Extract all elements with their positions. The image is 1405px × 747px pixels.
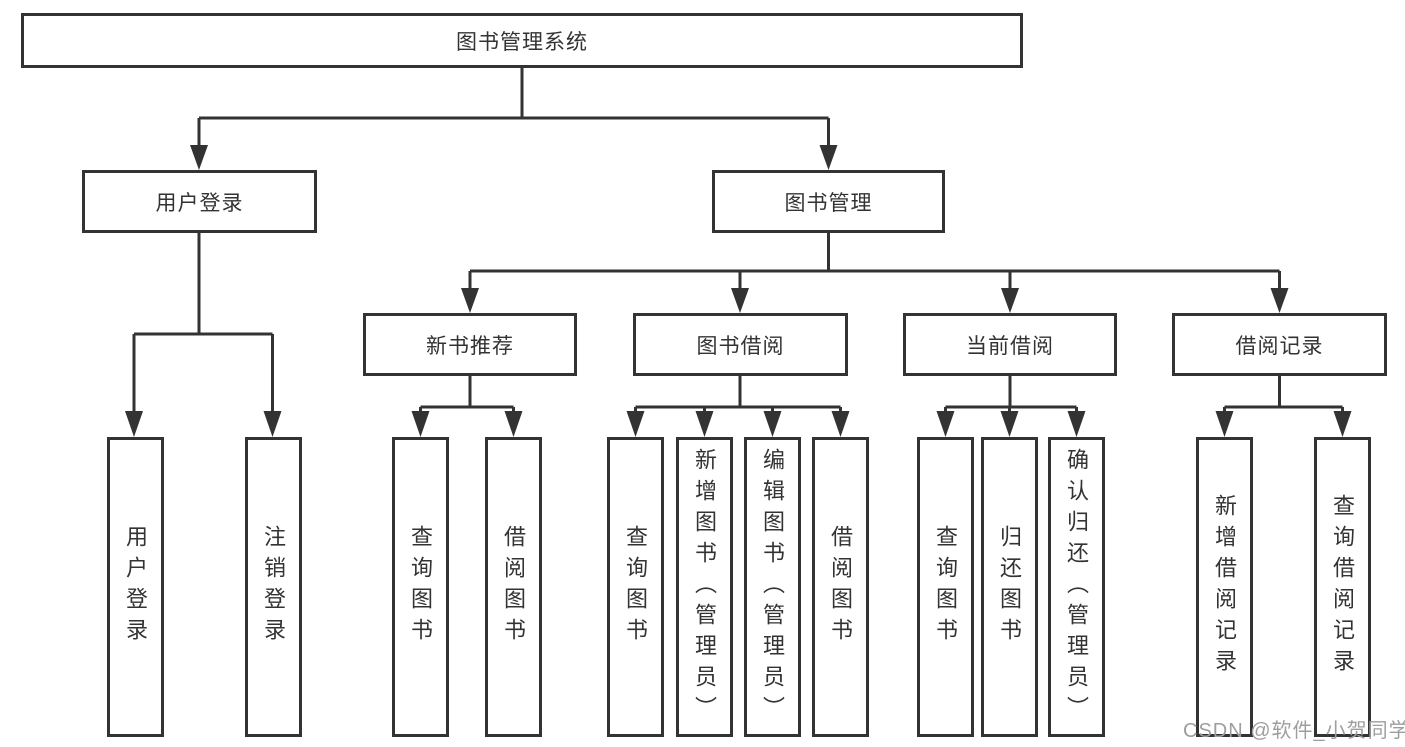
arrow-down-icon: [1001, 288, 1019, 313]
leaf-borrow-books-recommend: 借阅图书: [485, 437, 542, 737]
arrow-down-icon: [1215, 411, 1234, 437]
leaf-confirm-return-admin: 确认归还（管理员）: [1048, 437, 1105, 737]
arrow-down-icon: [936, 411, 955, 437]
arrow-down-icon: [461, 288, 479, 313]
connector-user-login: [125, 233, 282, 437]
arrow-down-icon: [1067, 411, 1086, 437]
connector-new-book-recommend: [411, 376, 523, 437]
arrow-down-icon: [263, 411, 282, 437]
arrow-down-icon: [190, 145, 208, 170]
connector-book-management: [461, 233, 1289, 313]
node-borrow-records: 借阅记录: [1172, 313, 1387, 376]
arrow-down-icon: [1270, 288, 1289, 313]
connector-root: [190, 68, 838, 170]
node-current-borrow: 当前借阅: [903, 313, 1117, 376]
watermark: CSDN @软件_小贺同学: [1183, 720, 1405, 742]
leaf-add-book-admin: 新增图书（管理员）: [676, 437, 733, 737]
leaf-user-login: 用户登录: [107, 437, 164, 737]
leaf-query-books-current: 查询图书: [917, 437, 974, 737]
arrow-down-icon: [831, 411, 850, 437]
leaf-borrow-books: 借阅图书: [812, 437, 869, 737]
arrow-down-icon: [763, 411, 782, 437]
leaf-edit-book-admin: 编辑图书（管理员）: [744, 437, 801, 737]
arrow-down-icon: [411, 411, 430, 437]
node-book-borrow: 图书借阅: [633, 313, 848, 376]
connector-book-borrow: [626, 376, 850, 437]
node-new-book-recommend: 新书推荐: [363, 313, 577, 376]
leaf-return-books: 归还图书: [981, 437, 1038, 737]
arrow-down-icon: [819, 145, 838, 170]
node-book-management: 图书管理: [712, 170, 945, 233]
arrow-down-icon: [695, 411, 714, 437]
arrow-down-icon: [504, 411, 523, 437]
arrow-down-icon: [1000, 411, 1019, 437]
node-user-login: 用户登录: [82, 170, 317, 233]
leaf-logout: 注销登录: [245, 437, 302, 737]
leaf-add-borrow-record: 新增借阅记录: [1196, 437, 1253, 737]
arrow-down-icon: [626, 411, 645, 437]
leaf-query-borrow-record: 查询借阅记录: [1314, 437, 1371, 737]
leaf-query-books-borrow: 查询图书: [607, 437, 664, 737]
leaf-query-books-recommend: 查询图书: [392, 437, 449, 737]
connector-current-borrow: [936, 376, 1086, 437]
arrow-down-icon: [1333, 411, 1352, 437]
arrow-down-icon: [731, 288, 749, 313]
node-library-system: 图书管理系统: [21, 13, 1023, 68]
arrow-down-icon: [125, 411, 143, 437]
connector-borrow-records: [1215, 376, 1352, 437]
